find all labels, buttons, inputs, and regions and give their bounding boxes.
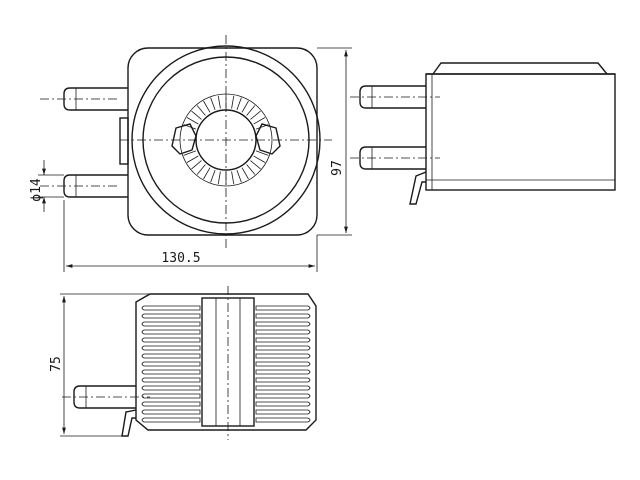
plate-left (141, 409, 201, 415)
rib-line (231, 95, 235, 109)
plate-right (255, 329, 311, 335)
rib-line (210, 97, 216, 111)
side-view-top-cap (432, 62, 608, 75)
dimension-130-5: 130.5 (161, 251, 200, 266)
plate-right (255, 305, 311, 311)
dimension-97: 97 (330, 160, 345, 176)
plate-left (141, 345, 201, 351)
plate-right (255, 377, 311, 383)
rib-line (196, 164, 206, 175)
rib-line (253, 117, 266, 125)
dimension-75: 75 (49, 356, 64, 372)
plate-right (255, 417, 311, 423)
rib-line (241, 167, 249, 180)
plate-right (255, 321, 311, 327)
plate-left (141, 353, 201, 359)
side-view-bracket (409, 171, 427, 205)
top-view-left-tab (171, 123, 197, 155)
plate-left (141, 377, 201, 383)
rib-line (236, 169, 242, 183)
side-view-body (425, 73, 616, 191)
plate-right (255, 313, 311, 319)
plate-left (141, 369, 201, 375)
rib-line (250, 110, 261, 120)
plate-right (255, 361, 311, 367)
rib-line (196, 105, 206, 116)
top-view-side-lug (119, 117, 129, 165)
rib-line (217, 171, 221, 185)
plate-right (255, 353, 311, 359)
rib-line (186, 117, 199, 125)
plate-right (255, 401, 311, 407)
plate-left (141, 393, 201, 399)
section-housing (135, 293, 317, 431)
dimension-diameter-14: ϕ14 (29, 178, 44, 202)
side-view-lower-pipe (359, 146, 426, 170)
plate-left (141, 329, 201, 335)
plate-right (255, 385, 311, 391)
section-bracket (121, 409, 137, 437)
top-view: 97 130.5 ϕ14 (29, 35, 352, 272)
rib-line (255, 150, 269, 156)
rib-line (241, 100, 249, 113)
plate-right (255, 409, 311, 415)
plate-left (141, 313, 201, 319)
section-cooler-plates (141, 305, 311, 423)
rib-line (191, 160, 202, 170)
top-view-right-tab (255, 123, 281, 155)
rib-line (210, 169, 216, 183)
rib-line (183, 150, 197, 156)
rib-line (250, 160, 261, 170)
plate-left (141, 361, 201, 367)
plate-left (141, 337, 201, 343)
plate-left (141, 385, 201, 391)
plate-left (141, 305, 201, 311)
rib-line (191, 110, 202, 120)
plate-left (141, 401, 201, 407)
rib-line (253, 155, 266, 163)
side-view-upper-pipe (359, 85, 426, 109)
rib-line (217, 95, 221, 109)
plate-left (141, 417, 201, 423)
rib-line (203, 100, 211, 113)
plate-right (255, 393, 311, 399)
rib-line (246, 164, 256, 175)
plate-left (141, 321, 201, 327)
rib-line (203, 167, 211, 180)
rib-line (246, 105, 256, 116)
plate-right (255, 337, 311, 343)
rib-line (236, 97, 242, 111)
side-view (350, 62, 616, 205)
plate-right (255, 345, 311, 351)
rib-line (186, 155, 199, 163)
rib-line (231, 171, 235, 185)
plate-right (255, 369, 311, 375)
front-section-view: 75 (49, 286, 317, 440)
